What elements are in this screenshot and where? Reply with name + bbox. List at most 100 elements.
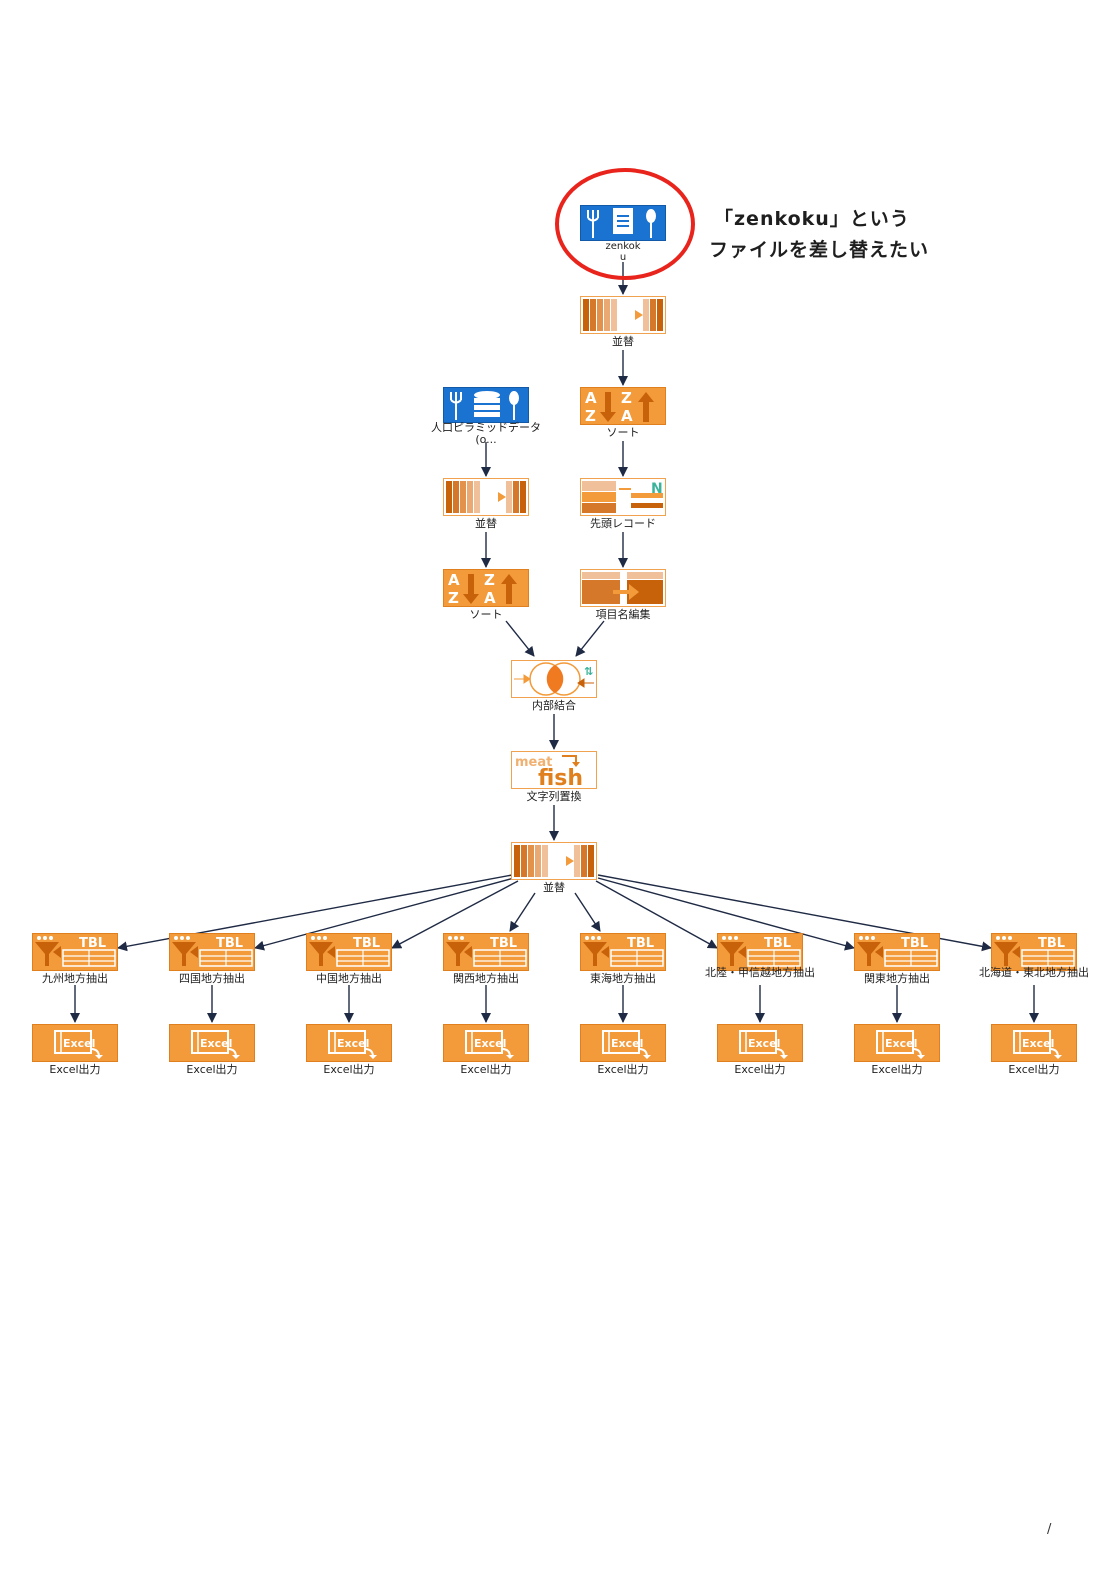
sort-node-left[interactable]: A Z Z A [443, 569, 529, 607]
tbl-icon-text: TBL [764, 936, 791, 951]
pyramid-db-node[interactable] [443, 387, 529, 423]
extract-label: 関西地方抽出 [453, 972, 519, 985]
annotation-line-2: ファイルを差し替えたい [709, 239, 930, 261]
excel-output-label: Excel出力 [1008, 1063, 1060, 1076]
tbl-icon-text: TBL [627, 936, 654, 951]
extract-node[interactable]: TBL [854, 933, 940, 971]
excel-icon-text: Excel [611, 1037, 643, 1050]
svg-text:Z: Z [621, 389, 632, 407]
sort-az-icon: A Z Z A [585, 389, 654, 425]
svg-text:A: A [621, 407, 633, 424]
svg-text:A: A [585, 389, 597, 407]
excel-output-node[interactable]: Excel [169, 1024, 255, 1062]
column-reorder-icon [514, 845, 594, 877]
svg-text:fish: fish [538, 766, 583, 788]
excel-output-icon: Excel [876, 1030, 925, 1059]
svg-text:N: N [651, 481, 663, 497]
reorder-node-left[interactable] [443, 478, 529, 516]
annotation-line-1: 「zenkoku」という [714, 208, 910, 230]
database-input-icon [450, 391, 519, 420]
rename-fields-icon [582, 572, 663, 604]
extract-node[interactable]: TBL [169, 933, 255, 971]
table-filter-icon: TBL [583, 936, 664, 967]
sort-right-label: ソート [606, 426, 640, 439]
extract-label: 中国地方抽出 [316, 972, 382, 985]
tbl-icon-text: TBL [79, 936, 106, 951]
file-input-icon [587, 208, 656, 238]
extract-node[interactable]: TBL [306, 933, 392, 971]
connector-arrow [575, 620, 605, 657]
excel-output-icon: Excel [465, 1030, 514, 1059]
svg-text:Z: Z [585, 407, 596, 424]
head-record-node[interactable]: N [580, 478, 666, 516]
excel-icon-text: Excel [885, 1037, 917, 1050]
table-filter-icon: TBL [720, 936, 801, 967]
column-reorder-icon [583, 299, 663, 331]
svg-text:⇅: ⇅ [584, 665, 593, 678]
excel-output-node[interactable]: Excel [580, 1024, 666, 1062]
excel-output-node[interactable]: Excel [443, 1024, 529, 1062]
table-filter-icon: TBL [446, 936, 527, 967]
excel-output-icon: Excel [191, 1030, 240, 1059]
table-filter-icon: TBL [172, 936, 253, 967]
extract-label: 関東地方抽出 [864, 972, 930, 985]
connector-arrow [597, 877, 855, 951]
connector-arrows [70, 262, 1039, 1023]
excel-icon-text: Excel [748, 1037, 780, 1050]
rename-fields-label: 項目名編集 [595, 608, 651, 621]
table-filter-icon: TBL [994, 936, 1075, 967]
extract-node[interactable]: TBL [443, 933, 529, 971]
zenkoku-file-node[interactable] [580, 205, 666, 241]
extract-node[interactable]: TBL [32, 933, 118, 971]
excel-output-icon: Excel [602, 1030, 651, 1059]
sort-node-right[interactable]: A Z Z A [580, 387, 666, 425]
svg-text:Z: Z [448, 589, 459, 606]
tbl-icon-text: TBL [1038, 936, 1065, 951]
excel-icon-text: Excel [1022, 1037, 1054, 1050]
sort-az-icon: A Z Z A [448, 571, 517, 607]
excel-icon-text: Excel [337, 1037, 369, 1050]
table-filter-icon: TBL [309, 936, 390, 967]
reorder-node-right[interactable] [580, 296, 666, 334]
string-replace-label: 文字列置換 [526, 790, 582, 803]
reorder-center-label: 並替 [543, 881, 565, 894]
extract-label: 北海道・東北地方抽出 [979, 966, 1089, 979]
table-filter-icon: TBL [857, 936, 938, 967]
head-record-icon: N [582, 481, 663, 513]
excel-icon-text: Excel [474, 1037, 506, 1050]
tbl-icon-text: TBL [901, 936, 928, 951]
inner-join-label: 内部結合 [532, 699, 576, 712]
excel-output-label: Excel出力 [323, 1063, 375, 1076]
table-filter-icon: TBL [35, 936, 116, 967]
excel-output-label: Excel出力 [186, 1063, 238, 1076]
extract-node[interactable]: TBL [991, 933, 1077, 971]
head-record-label: 先頭レコード [590, 517, 656, 530]
extract-label: 北陸・甲信越地方抽出 [705, 966, 815, 979]
string-replace-node[interactable]: meat fish [511, 751, 597, 791]
extract-node[interactable]: TBL [717, 933, 803, 971]
page-marker: / [1047, 1522, 1052, 1537]
extract-node[interactable]: TBL [580, 933, 666, 971]
connector-arrow [254, 877, 515, 951]
excel-output-icon: Excel [54, 1030, 103, 1059]
connector-arrow [595, 880, 718, 949]
excel-output-icon: Excel [1013, 1030, 1062, 1059]
connector-arrow [391, 880, 519, 949]
rename-fields-node[interactable] [580, 569, 666, 607]
excel-output-icon: Excel [739, 1030, 788, 1059]
excel-output-node[interactable]: Excel [306, 1024, 392, 1062]
excel-output-node[interactable]: Excel [991, 1024, 1077, 1062]
excel-output-node[interactable]: Excel [854, 1024, 940, 1062]
excel-output-label: Excel出力 [460, 1063, 512, 1076]
tbl-icon-text: TBL [490, 936, 517, 951]
excel-output-icon: Excel [328, 1030, 377, 1059]
tbl-icon-text: TBL [353, 936, 380, 951]
reorder-node-center[interactable] [511, 842, 597, 880]
sort-left-label: ソート [469, 608, 503, 621]
excel-output-node[interactable]: Excel [717, 1024, 803, 1062]
inner-join-node[interactable]: ⇅ [511, 660, 597, 698]
inner-join-icon: ⇅ [514, 662, 594, 696]
excel-output-label: Excel出力 [597, 1063, 649, 1076]
excel-output-node[interactable]: Excel [32, 1024, 118, 1062]
